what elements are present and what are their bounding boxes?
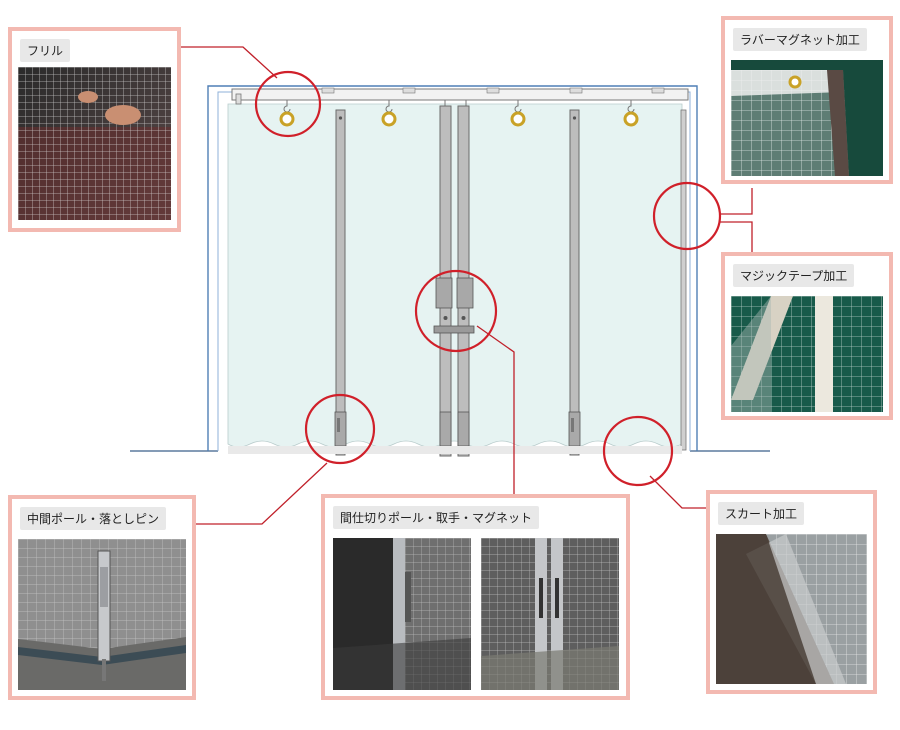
callout-label: フリル [20, 39, 71, 62]
highlight-circles [254, 70, 722, 487]
callout-rubber-magnet: ラバーマグネット加工 [721, 16, 893, 184]
callout-frill: フリル [8, 27, 181, 232]
callout-skirt: スカート加工 [706, 490, 877, 694]
photo-rubber-magnet [731, 60, 883, 176]
photo-partition-pole-2 [481, 538, 619, 690]
photo-velcro [731, 296, 883, 412]
rail-bracket [235, 93, 242, 105]
photo-partition-pole-1 [333, 538, 471, 690]
callout-label: 中間ポール・落としピン [20, 507, 167, 530]
edge-pole-right [680, 109, 687, 451]
photo-skirt [716, 534, 867, 684]
curtain-rail [231, 88, 689, 101]
middle-pole-left [334, 109, 347, 456]
middle-pole-right [568, 109, 581, 456]
callout-label: スカート加工 [718, 502, 805, 525]
callout-label: マジックテープ加工 [733, 264, 855, 287]
photo-middle-pole [18, 539, 186, 690]
grommets [279, 111, 639, 127]
callout-velcro: マジックテープ加工 [721, 252, 893, 420]
partition-pole-pair [433, 105, 475, 457]
callout-partition-pole: 間仕切りポール・取手・マグネット [321, 494, 630, 700]
curtain-sheet [227, 103, 683, 448]
callout-label: ラバーマグネット加工 [733, 28, 867, 51]
callout-middle-pole: 中間ポール・落としピン [8, 495, 196, 700]
callout-label: 間仕切りポール・取手・マグネット [333, 506, 540, 529]
photo-frill [18, 67, 171, 220]
opening-frame-outer [207, 85, 698, 451]
